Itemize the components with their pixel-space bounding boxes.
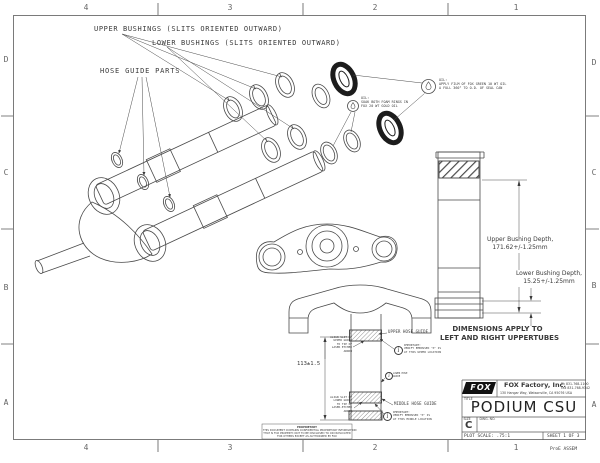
- plot-scale: PLOT SCALE: .75:1: [464, 434, 511, 439]
- info-icon: i: [394, 346, 403, 355]
- zone-row-label: C: [3, 168, 9, 177]
- oil-note-seal: OIL: APPLY FILM OF FOX GREEN 10 WT OIL A…: [439, 78, 507, 90]
- drawing-title: PODIUM CSU: [470, 398, 578, 416]
- uppertube-front-view: [434, 151, 541, 326]
- seal-can: [330, 61, 358, 97]
- dimensions-apply-note: DIMENSIONS APPLY TO LEFT AND RIGHT UPPER…: [440, 325, 559, 343]
- lower-bushings-callout: LOWER BUSHINGS (SLITS ORIENTED OUTWARD): [152, 39, 341, 47]
- upper-hose-guide-band: [349, 329, 382, 342]
- zone-row-label: B: [3, 283, 9, 292]
- dim-113-label: 113±1.5: [297, 361, 321, 368]
- hose-guide-ring: [162, 196, 176, 212]
- lower-bushing-ring: [261, 137, 281, 163]
- lower-hose-guide-callout: LOWER HOSE GUIDE: [393, 372, 408, 379]
- zone-row-label: D: [591, 58, 597, 67]
- zone-row-label: D: [3, 55, 9, 64]
- bushing-leaders: [121, 33, 295, 143]
- hose-guide-ring: [110, 152, 124, 168]
- info-icon: i: [385, 372, 393, 380]
- proprietary-notice: PROPRIETARY THIS DOCUMENT CONTAINS CONFI…: [263, 425, 357, 439]
- zone-col-label: 4: [83, 443, 89, 452]
- upper-hose-guide-callout: UPPER HOSE GUIDE: [388, 329, 429, 334]
- zone-col-label: 2: [372, 443, 378, 452]
- lower-bushing-ring: [287, 124, 307, 150]
- seal-can: [376, 110, 404, 146]
- zone-row-label: C: [591, 168, 597, 177]
- crown-top-view: [255, 223, 398, 274]
- size-value: C: [465, 420, 473, 431]
- title-block-lines: [261, 379, 586, 440]
- middle-hose-guide-callout: MIDDLE HOSE GUIDE: [394, 401, 437, 406]
- upper-bushing-depth-label: Upper Bushing Depth, 171.62+/-1.25mm: [487, 236, 554, 253]
- crown-iso-body: [78, 201, 153, 263]
- align-lower-note: ALIGN SLIT OF LOWER GUIDE TO TIP OF LASE…: [330, 395, 352, 413]
- uppertube-a: [95, 104, 279, 205]
- fox-logo-shape: [462, 382, 496, 394]
- zone-col-label: 2: [372, 3, 378, 12]
- zone-row-label: B: [591, 281, 597, 290]
- hose-guide-parts-callout: HOSE GUIDE PARTS: [100, 67, 181, 75]
- title-label: TITLE: [464, 397, 473, 401]
- sheet-number: SHEET 1 OF 3: [547, 434, 580, 439]
- company-address: 130 Hangar Way, Watsonville, CA 95076 US…: [500, 390, 573, 395]
- zone-row-label: A: [3, 398, 9, 407]
- info-icon: i: [383, 412, 392, 421]
- upper-bushings-callout: UPPER BUSHINGS (SLITS ORIENTED OUTWARD): [94, 25, 283, 33]
- important-middle-note: IMPORTANT: VERIFY EMBOSSED "X" IS AT THI…: [393, 410, 432, 421]
- lower-bushing-depth-label: Lower Bushing Depth, 15.25+/-1.25mm: [514, 270, 584, 287]
- footer-note: ProE ASSEM: [550, 447, 578, 452]
- zone-col-label: 4: [83, 3, 89, 12]
- foam-ring: [320, 141, 338, 165]
- company-fax: Fax 831-768-9342: [561, 386, 590, 390]
- fox-logo-text: FOX: [470, 383, 492, 392]
- uppertube-b: [142, 150, 326, 251]
- lower-collar-band: [348, 410, 383, 421]
- upper-bushing-ring: [275, 72, 295, 98]
- crown-front-view: [288, 284, 432, 421]
- oil-drop-icon: [352, 74, 436, 121]
- zone-row-label: A: [591, 400, 597, 409]
- oil-note-foam: OIL: SOAK BOTH FOAM RINGS IN FOX 20 WT G…: [361, 96, 408, 108]
- proprietary-box: [261, 423, 353, 440]
- bushing-ring: [311, 83, 331, 109]
- sheet-border: [1, 3, 599, 452]
- foam-ring: [343, 129, 361, 153]
- steerer-iso: [34, 242, 91, 274]
- size-label: SIZE: [463, 417, 471, 421]
- crown-clamp-b: [133, 224, 167, 262]
- dim-113-lines: [320, 336, 349, 421]
- hose-guide-ring: [136, 174, 150, 190]
- company-name: FOX Factory, Inc.: [504, 381, 566, 389]
- important-upper-note: IMPORTANT: VERIFY EMBOSSED "X" IS AT THI…: [404, 343, 442, 354]
- zone-col-label: 3: [227, 3, 233, 12]
- zone-col-label: 1: [513, 443, 519, 452]
- oil-drop-icon: [332, 100, 359, 147]
- zone-col-label: 3: [227, 443, 233, 452]
- align-upper-note: ALIGN SLIT OF UPPER GUIDE TO TIP OF LASE…: [330, 335, 352, 353]
- middle-hose-guide-band: [349, 391, 382, 404]
- company-phone: Ph 831-768-1100: [561, 382, 589, 386]
- bushing-depth-dims: [482, 179, 541, 326]
- dwg-no-label: DWG. NO.: [479, 417, 496, 421]
- zone-col-label: 1: [513, 3, 519, 12]
- crown-clamp-a: [87, 177, 121, 215]
- hose-guide-arrows: [118, 76, 171, 198]
- exploded-assembly: [34, 33, 436, 274]
- front-view-leaders: [352, 332, 395, 415]
